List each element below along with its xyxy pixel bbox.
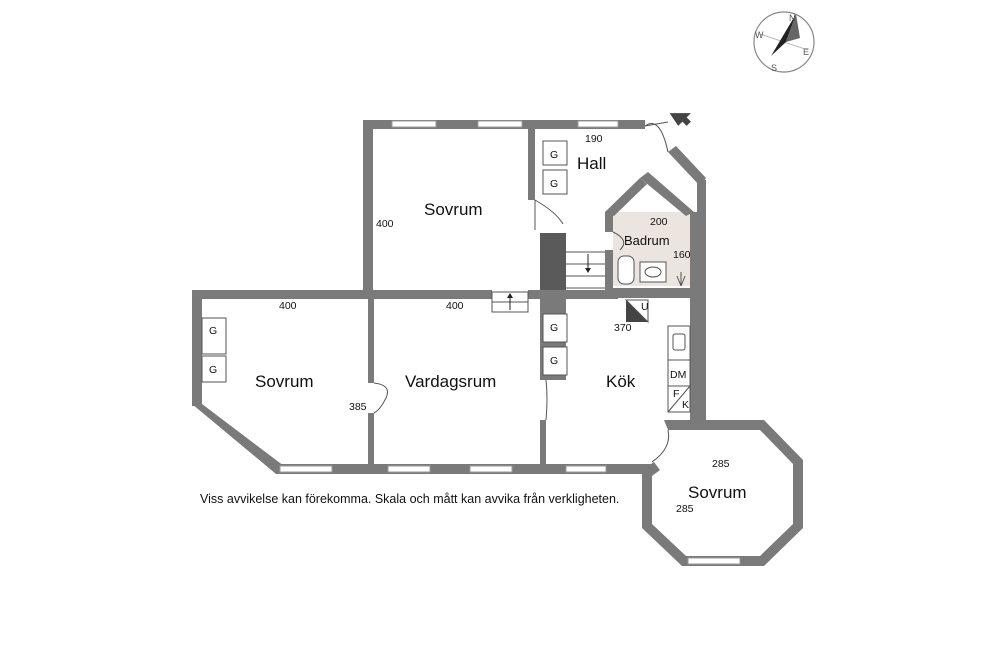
toilet-icon xyxy=(617,255,635,285)
utility-label: U xyxy=(641,301,649,313)
doors xyxy=(373,121,670,463)
dim-octagon-height: 285 xyxy=(676,503,694,515)
dim-sovrum-top-height: 400 xyxy=(376,218,394,230)
dim-octagon-width: 285 xyxy=(712,458,730,470)
wardrobe-label: G xyxy=(550,149,558,161)
dim-badrum-width: 200 xyxy=(650,216,668,228)
stairs xyxy=(491,251,605,313)
wardrobe-hall-1 xyxy=(542,140,568,166)
compass-needle-icon xyxy=(771,14,796,56)
room-label-badrum: Badrum xyxy=(624,233,670,248)
room-label-hall: Hall xyxy=(577,154,606,173)
fixture-labels: G G G G G G U DM F K xyxy=(209,149,689,411)
entrance-arrow-icon xyxy=(669,113,691,126)
stairs-down-arrow-icon xyxy=(585,268,591,273)
windows xyxy=(279,120,741,565)
stairs-up-arrow-icon xyxy=(507,293,513,298)
room-label-sovrum-octagon: Sovrum xyxy=(688,483,747,502)
room-labels: Sovrum Hall Badrum Sovrum Vardagsrum Kök… xyxy=(255,154,747,502)
wardrobe-left-2 xyxy=(201,355,227,383)
compass-s: S xyxy=(771,63,777,73)
dishwasher-label: DM xyxy=(670,369,686,381)
wardrobe-label: G xyxy=(550,355,558,367)
fridge-label: F xyxy=(673,388,679,400)
wardrobe-label: G xyxy=(550,322,558,334)
wardrobe-left-1 xyxy=(201,317,227,355)
room-label-vardagsrum: Vardagsrum xyxy=(405,372,496,391)
compass-e: E xyxy=(803,47,809,57)
dim-badrum-height: 160 xyxy=(673,249,691,261)
wardrobe-hall-2 xyxy=(542,169,568,195)
compass-n: N xyxy=(789,13,796,23)
fixtures xyxy=(201,140,691,413)
wardrobe-label: G xyxy=(209,364,217,376)
dim-left-top-width: 400 xyxy=(279,300,297,312)
wardrobe-label: G xyxy=(209,325,217,337)
room-label-kok: Kök xyxy=(606,372,636,391)
freezer-label: K xyxy=(682,399,689,411)
dim-hall-width: 190 xyxy=(585,133,603,145)
room-label-sovrum-left: Sovrum xyxy=(255,372,314,391)
dim-kok-width: 370 xyxy=(614,322,632,334)
wardrobe-kok-2 xyxy=(542,346,568,376)
dimension-labels: 400 190 200 160 400 400 370 385 285 285 xyxy=(279,133,730,515)
compass-w: W xyxy=(755,30,764,40)
compass: N E S W xyxy=(753,11,815,73)
dim-sovrum-left-height: 385 xyxy=(349,401,367,413)
dim-vardagsrum-width: 400 xyxy=(446,300,464,312)
wardrobe-kok-1 xyxy=(542,313,568,343)
sink-icon xyxy=(639,261,667,283)
compass-ring xyxy=(753,11,815,73)
disclaimer-note: Viss avvikelse kan förekomma. Skala och … xyxy=(200,492,620,506)
wardrobe-label: G xyxy=(550,178,558,190)
room-label-sovrum-top: Sovrum xyxy=(424,200,483,219)
